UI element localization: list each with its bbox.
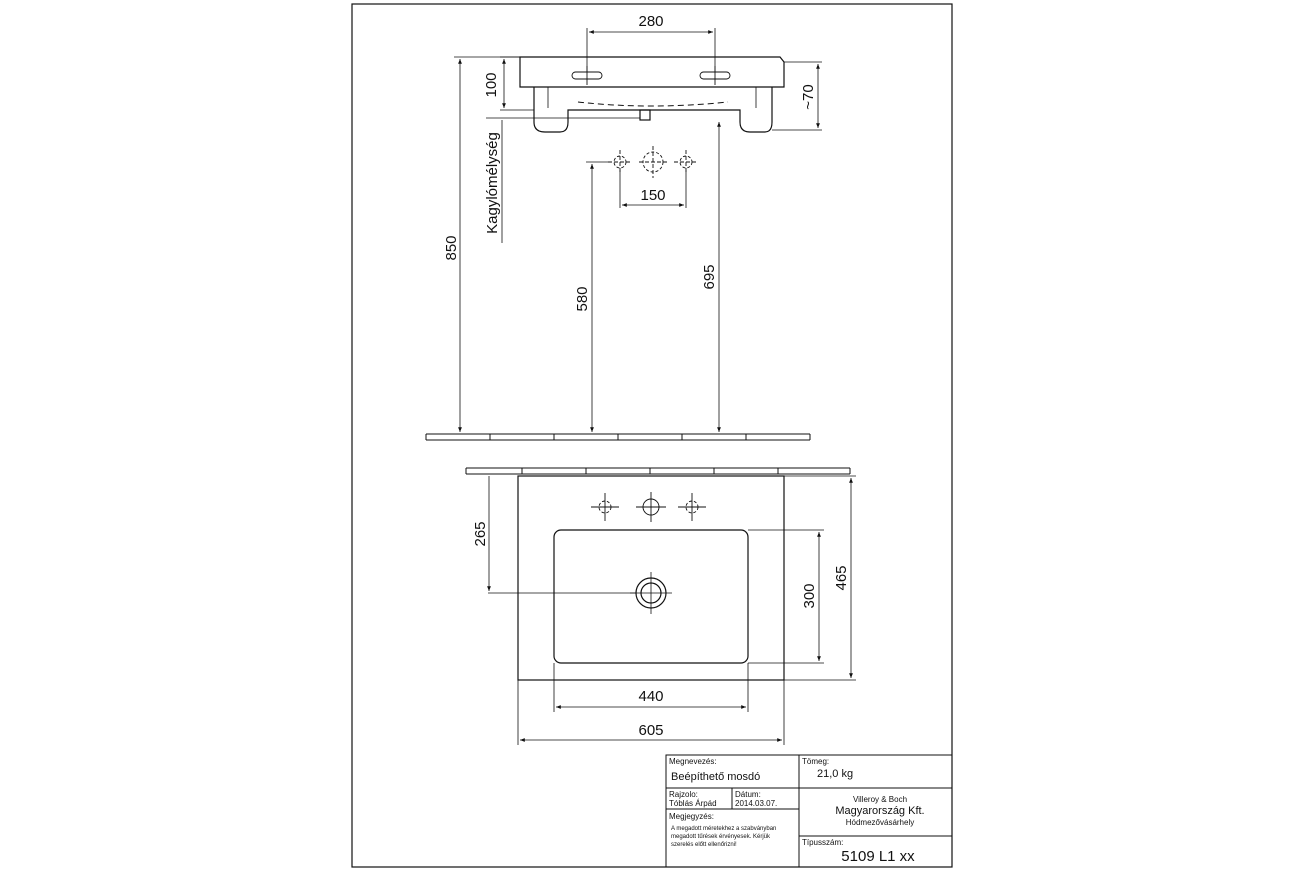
weight-value: 21,0 kg xyxy=(817,768,853,780)
date-value: 2014.03.07. xyxy=(735,799,777,808)
company-line-1: Villeroy & Boch xyxy=(853,795,907,804)
dim-total-depth: 465 xyxy=(833,565,850,590)
date-label: Dátum: xyxy=(735,790,761,799)
floor-line xyxy=(425,433,811,441)
note-line-3: szerelés előtt ellenőrizni! xyxy=(671,842,737,848)
wall-line xyxy=(465,467,851,475)
company-line-3: Hódmezővásárhely xyxy=(846,818,914,827)
dim-bowl-depth: 300 xyxy=(801,583,818,608)
top-dimensions xyxy=(487,475,856,745)
dim-hole-spacing: 150 xyxy=(640,187,665,204)
type-value: 5109 L1 xx xyxy=(841,848,915,865)
dim-drain-height: 695 xyxy=(701,264,718,289)
dim-drain-offset: 265 xyxy=(472,521,489,546)
side-dimensions xyxy=(454,28,822,432)
note-line-2: megadott tűrések érvényesek. Kérjük xyxy=(671,834,771,840)
title-block xyxy=(665,754,953,868)
note-line-1: A megadott méretekhez a szabványban xyxy=(671,826,776,832)
tap-holes-side xyxy=(608,146,698,178)
company-line-2: Magyarország Kft. xyxy=(835,805,924,817)
name-value: Beépíthető mosdó xyxy=(671,771,760,783)
drawn-label: Rajzolo: xyxy=(669,790,698,799)
dim-inlet-height: 580 xyxy=(574,286,591,311)
drawn-value: Tóblás Árpád xyxy=(669,799,717,808)
side-view xyxy=(519,56,785,133)
dim-bowl-width: 440 xyxy=(638,688,663,705)
tap-holes-top xyxy=(591,492,706,522)
dim-total-width: 605 xyxy=(638,722,663,739)
dim-rim-height: 850 xyxy=(443,235,460,260)
dim-top-spacing: 280 xyxy=(638,13,663,30)
note-label: Megjegyzés: xyxy=(669,812,714,821)
dim-basin-height: 100 xyxy=(483,72,500,97)
dim-label-depth: Kagylómélység xyxy=(484,132,501,234)
name-label: Megnevezés: xyxy=(669,757,717,766)
type-label: Típusszám: xyxy=(802,838,843,847)
weight-label: Tömeg: xyxy=(802,757,829,766)
dim-overflow-depth: ~70 xyxy=(800,84,817,109)
sheet-border xyxy=(351,3,953,868)
